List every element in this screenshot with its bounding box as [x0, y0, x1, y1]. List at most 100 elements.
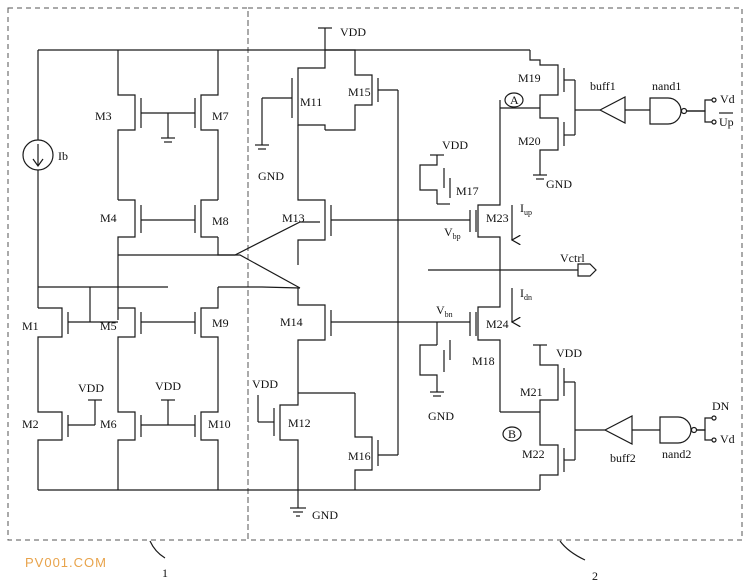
- m17-transistor: [419, 154, 451, 205]
- m8-label: M8: [212, 214, 229, 228]
- m7-label: M7: [212, 109, 229, 123]
- node-a-circle: [504, 92, 524, 108]
- cross-wire-a: [118, 221, 320, 256]
- region-1-label: 1: [162, 566, 168, 580]
- m9-label: M9: [212, 316, 229, 330]
- m2-label: M2: [22, 417, 39, 431]
- node-b-label: B: [508, 427, 516, 441]
- cross-wire-b: [218, 286, 301, 289]
- vd-top-terminal: [711, 97, 717, 103]
- nand1-symbol: [649, 97, 682, 125]
- m12-transistor: [257, 370, 355, 490]
- m10-label: M10: [208, 417, 231, 431]
- m18-transistor: [419, 322, 451, 397]
- m16-transistor: [354, 393, 398, 490]
- region-2-boundary: [247, 7, 743, 541]
- m4-transistor: [117, 199, 195, 320]
- dn-out-wire: [696, 417, 712, 431]
- iup-main: I: [520, 201, 524, 215]
- m24-label: M24: [486, 317, 509, 331]
- m13-label: M13: [282, 211, 305, 225]
- m21-label: M21: [520, 385, 543, 399]
- m21-transistor: [533, 344, 575, 412]
- iup-label: Iup: [520, 201, 532, 217]
- gnd-m18-label: GND: [428, 409, 454, 423]
- node-b-circle: [502, 426, 522, 442]
- vbn-label: Vbn: [436, 303, 453, 319]
- node-a-label: A: [510, 93, 519, 107]
- vbp-main: V: [444, 225, 453, 239]
- region-2-label: 2: [592, 569, 598, 583]
- vbp-sub: bp: [453, 232, 461, 241]
- vctrl-label: Vctrl: [560, 251, 585, 265]
- vd-bottom-terminal: [711, 437, 717, 443]
- vdd-m17-label: VDD: [442, 138, 468, 152]
- m10-transistor: [194, 400, 219, 490]
- m11-label: M11: [300, 95, 322, 109]
- m20-label: M20: [518, 134, 541, 148]
- buff1-label: buff1: [590, 79, 616, 93]
- up-out-terminal: [711, 119, 717, 125]
- vd-top-wire: [686, 99, 712, 112]
- vdd-top-label: VDD: [340, 25, 366, 39]
- m4-label: M4: [100, 211, 117, 225]
- m6-transistor: [117, 399, 195, 490]
- m22-transistor: [539, 382, 605, 490]
- buff2-symbol: [603, 415, 633, 445]
- vd-bottom-wire: [696, 429, 712, 441]
- vbn-sub: bn: [445, 310, 453, 319]
- m14-transistor: [297, 288, 470, 370]
- vd-top-label: Vd: [720, 92, 735, 106]
- m1-label: M1: [22, 319, 39, 333]
- vdd-m2-label: VDD: [78, 381, 104, 395]
- idn-label: Idn: [520, 286, 532, 302]
- m20-transistor: [533, 80, 600, 180]
- watermark: PV001.COM: [25, 555, 107, 570]
- m12-label: M12: [288, 416, 311, 430]
- gnd-bottom-symbol: [290, 507, 306, 517]
- iup-sub: up: [524, 208, 532, 217]
- gnd-bottom-label: GND: [312, 508, 338, 522]
- vbn-main: V: [436, 303, 445, 317]
- m15-label: M15: [348, 85, 371, 99]
- up-out-label: Up: [719, 115, 734, 129]
- m5-transistor: [117, 307, 195, 400]
- m13-transistor: [297, 125, 470, 265]
- m23-label: M23: [486, 211, 509, 225]
- m16-label: M16: [348, 449, 371, 463]
- idn-sub: dn: [524, 293, 532, 302]
- m19-label: M19: [518, 71, 541, 85]
- vd-bottom-label: Vd: [720, 432, 735, 446]
- vdd-m12-label: VDD: [252, 377, 278, 391]
- m9-transistor: [194, 287, 219, 400]
- nand2-label: nand2: [662, 447, 691, 461]
- vdd-m6-label: VDD: [155, 379, 181, 393]
- buff2-label: buff2: [610, 451, 636, 465]
- gnd-m11-label: GND: [258, 169, 284, 183]
- m14-label: M14: [280, 315, 303, 329]
- nand2-bubble: [690, 426, 698, 434]
- m15-transistor: [325, 49, 399, 455]
- dn-out-label: DN: [712, 399, 730, 413]
- m3-transistor: [117, 50, 168, 200]
- m2-transistor: [37, 399, 102, 455]
- m19-transistor: [529, 50, 575, 108]
- main-rails: [37, 27, 540, 508]
- m22-label: M22: [522, 447, 545, 461]
- dn-out-terminal: [711, 415, 717, 421]
- ib-label: Ib: [58, 149, 68, 163]
- m23-transistor: [469, 100, 501, 270]
- m18-label: M18: [472, 354, 495, 368]
- region-1-pointer: [149, 540, 166, 559]
- region-2-pointer: [559, 540, 586, 561]
- m5-label: M5: [100, 319, 117, 333]
- nand1-label: nand1: [652, 79, 681, 93]
- current-source-ib: [22, 139, 54, 171]
- region-1-boundary: [7, 7, 249, 541]
- m6-label: M6: [100, 417, 117, 431]
- nand1-bubble: [680, 107, 688, 115]
- m24-transistor: [469, 270, 501, 412]
- vbp-label: Vbp: [444, 225, 461, 241]
- m11-transistor: [255, 50, 326, 150]
